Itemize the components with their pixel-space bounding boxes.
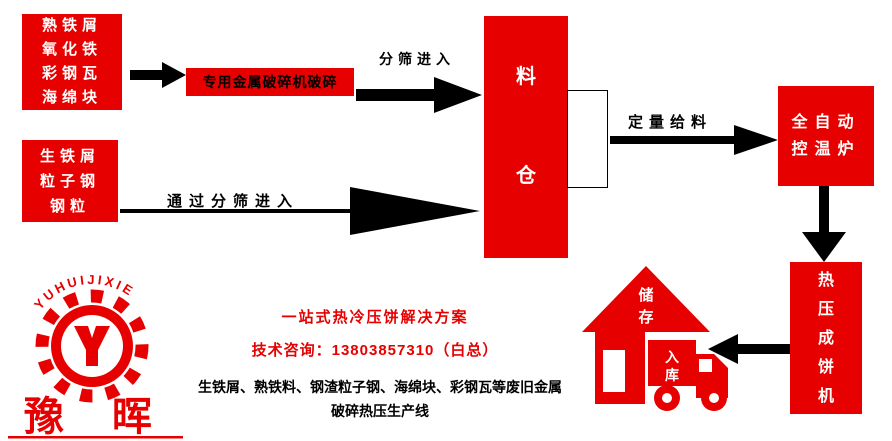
storage-label-char: 储 xyxy=(638,286,653,304)
arrow-to-crusher-body xyxy=(130,70,162,80)
long-arrow-head xyxy=(350,187,480,235)
contact-text: 技术咨询：13803857310（白总） xyxy=(251,342,499,359)
silo-char: 料 xyxy=(516,66,536,88)
truck-window xyxy=(699,359,712,372)
crusher-box: 专用金属破碎机破碎 xyxy=(186,68,354,96)
material-label: 熟铁屑 xyxy=(41,17,102,34)
description-line-2: 破碎热压生产线 xyxy=(331,403,429,419)
material-label: 粒子钢 xyxy=(39,172,100,190)
logo-underline xyxy=(8,436,183,439)
furnace-box: 全自动 控温炉 xyxy=(778,86,874,186)
arrow-to-silo-body xyxy=(356,89,434,101)
arrow-to-press-body xyxy=(819,186,829,232)
arrow-to-crusher-head xyxy=(162,62,186,88)
storage-label-char: 存 xyxy=(638,308,653,326)
materials-box-2: 生铁屑 粒子钢 钢粒 xyxy=(22,140,118,222)
through-sieve-label: 通过分筛进入 xyxy=(166,193,299,210)
slogan-text: 一站式热冷压饼解决方案 xyxy=(281,309,469,326)
arrow-to-furnace-body xyxy=(610,136,734,144)
press-box: 热 压 成 饼 机 xyxy=(790,262,862,414)
long-arrow-body xyxy=(120,209,350,213)
truck-wheel-hub xyxy=(662,393,672,403)
furnace-line: 全自动 xyxy=(791,114,861,131)
logo-monogram-icon xyxy=(74,326,110,366)
company-logo: YUHUIJIXIE 豫 晖 xyxy=(8,272,183,439)
gear-teeth-icon xyxy=(35,289,149,403)
brand-char: 晖 xyxy=(112,395,152,439)
press-char: 压 xyxy=(817,300,834,318)
arrow-to-press-head xyxy=(802,232,846,262)
truck-wheel-hub xyxy=(709,393,719,403)
material-label: 彩钢瓦 xyxy=(41,65,102,82)
material-label: 海绵块 xyxy=(41,89,102,106)
feed-label: 定量给料 xyxy=(627,114,712,131)
arrow-to-furnace-head xyxy=(734,125,778,155)
silo-box: 料 仓 xyxy=(484,16,568,258)
material-label: 生铁屑 xyxy=(39,147,100,165)
silo-outlet-rect xyxy=(567,90,608,188)
sieve-arrow-label: 分筛进入 xyxy=(379,51,455,67)
furnace-line: 控温炉 xyxy=(791,141,861,158)
brand-char: 豫 xyxy=(24,395,64,439)
storage-truck-graphic: 储 存 入 库 xyxy=(582,266,728,411)
silo-char: 仓 xyxy=(516,165,536,187)
press-char: 饼 xyxy=(817,358,834,376)
arrow-to-silo-head xyxy=(434,77,482,113)
press-char: 机 xyxy=(817,387,834,405)
arrow-to-storage-body xyxy=(738,344,790,354)
press-char: 热 xyxy=(817,271,834,289)
materials-box-1: 熟铁屑 氧化铁 彩钢瓦 海绵块 xyxy=(22,14,122,110)
material-label: 氧化铁 xyxy=(41,41,102,58)
material-label: 钢粒 xyxy=(49,197,90,215)
warehouse-label-char: 入 xyxy=(665,349,679,365)
crusher-label: 专用金属破碎机破碎 xyxy=(202,74,338,90)
truck-cargo-box xyxy=(648,340,696,386)
description-line-1: 生铁屑、熟铁料、钢渣粒子钢、海绵块、彩钢瓦等废旧金属 xyxy=(198,379,562,395)
press-char: 成 xyxy=(817,329,834,347)
house-roof xyxy=(582,266,710,332)
warehouse-label-char: 库 xyxy=(665,367,679,383)
house-door xyxy=(603,350,625,392)
